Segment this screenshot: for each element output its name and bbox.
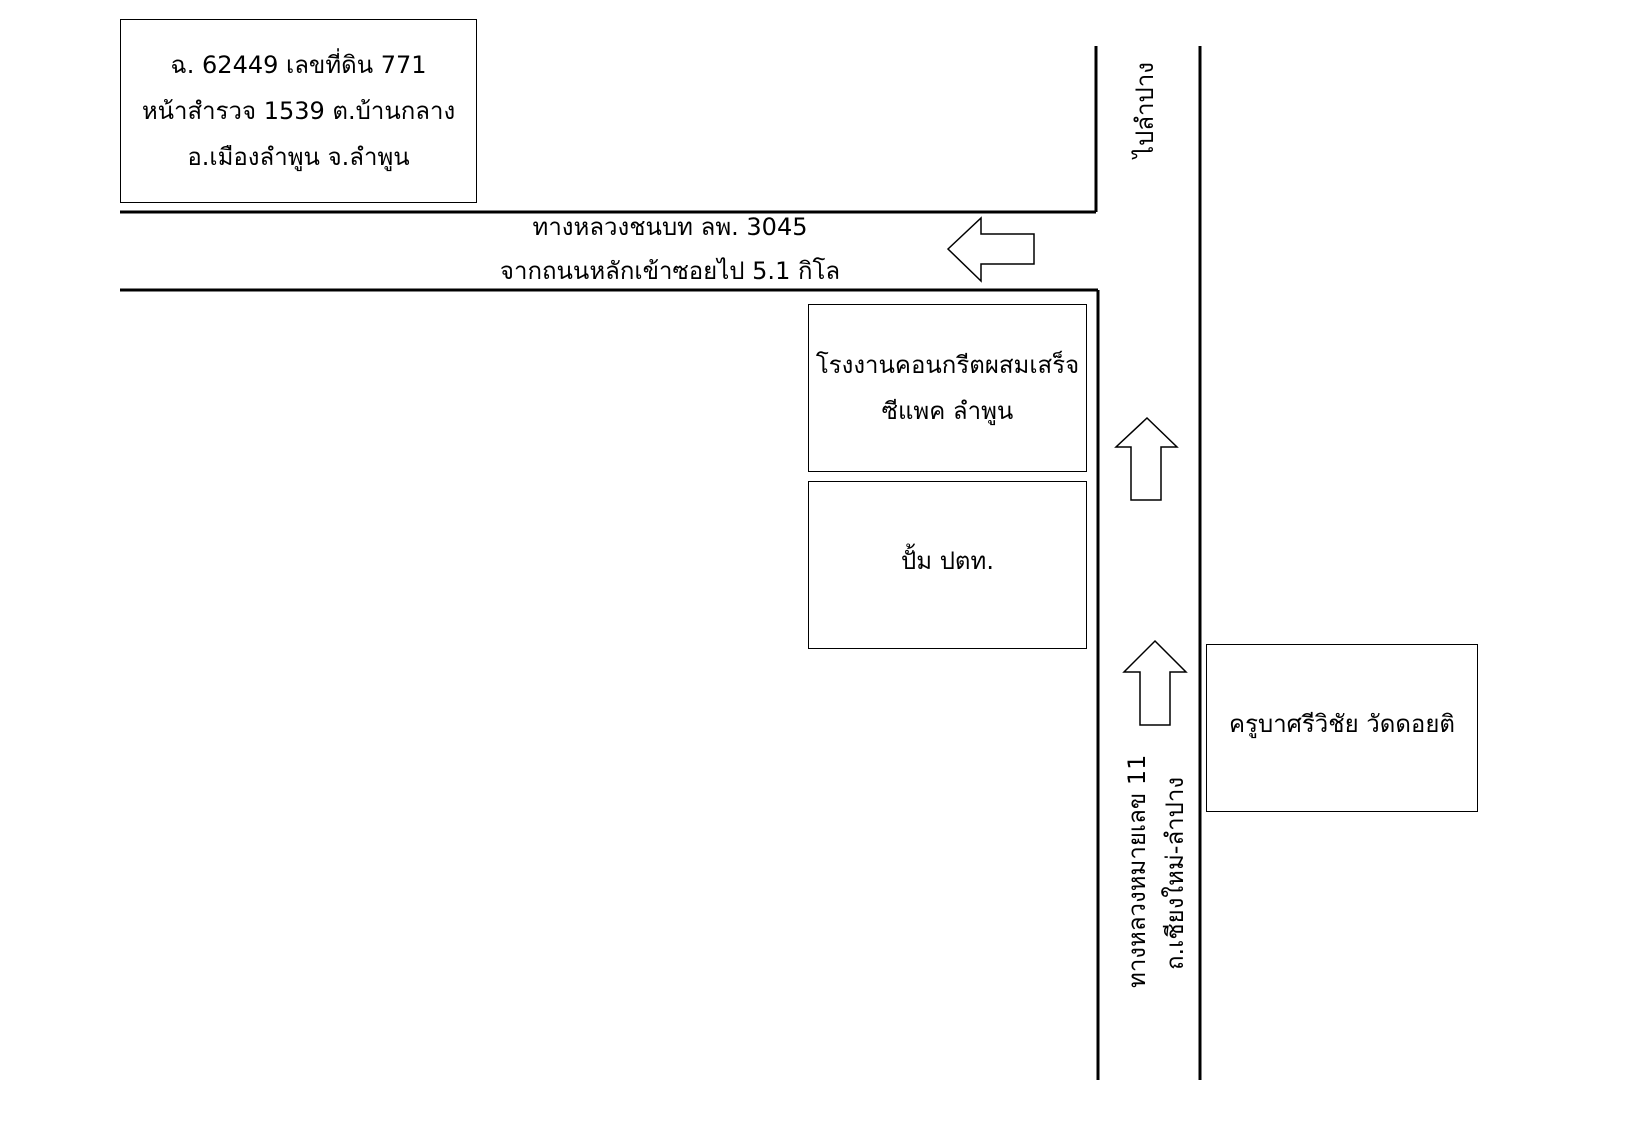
- land-survey-line: หน้าสำรวจ 1539 ต.บ้านกลาง: [141, 97, 456, 125]
- concrete-plant-name: โรงงานคอนกรีตผสมเสร็จ: [815, 351, 1080, 379]
- gas-station-name: ปั้ม ปตท.: [901, 547, 994, 575]
- highway-route-label: ถ.เชียงใหม่-ลำปาง: [1161, 776, 1189, 970]
- arrow-up-icon: [1114, 416, 1179, 501]
- highway-direction-label: ไปลำปาง: [1131, 62, 1159, 158]
- concrete-plant-branch: ซีแพค ลำพูน: [881, 397, 1014, 425]
- land-district-line: อ.เมืองลำพูน จ.ลำพูน: [187, 143, 410, 171]
- rural-road-distance: จากถนนหลักเข้าซอยไป 5.1 กิโล: [499, 257, 841, 285]
- rural-road-name: ทางหลวงชนบท ลพ. 3045: [532, 213, 808, 241]
- concrete-plant-box: โรงงานคอนกรีตผสมเสร็จ ซีแพค ลำพูน: [808, 304, 1087, 472]
- arrow-left-icon: [946, 216, 1035, 283]
- arrow-up-icon: [1122, 639, 1188, 726]
- land-plot-box: ฉ. 62449 เลขที่ดิน 771 หน้าสำรวจ 1539 ต.…: [120, 19, 477, 203]
- highway-number-label: ทางหลวงหมายเลข 11: [1123, 754, 1151, 988]
- gas-station-box: ปั้ม ปตท.: [808, 481, 1087, 649]
- temple-name: ครูบาศรีวิชัย วัดดอยติ: [1229, 710, 1455, 738]
- temple-box: ครูบาศรีวิชัย วัดดอยติ: [1206, 644, 1478, 812]
- land-deed-line: ฉ. 62449 เลขที่ดิน 771: [170, 51, 427, 79]
